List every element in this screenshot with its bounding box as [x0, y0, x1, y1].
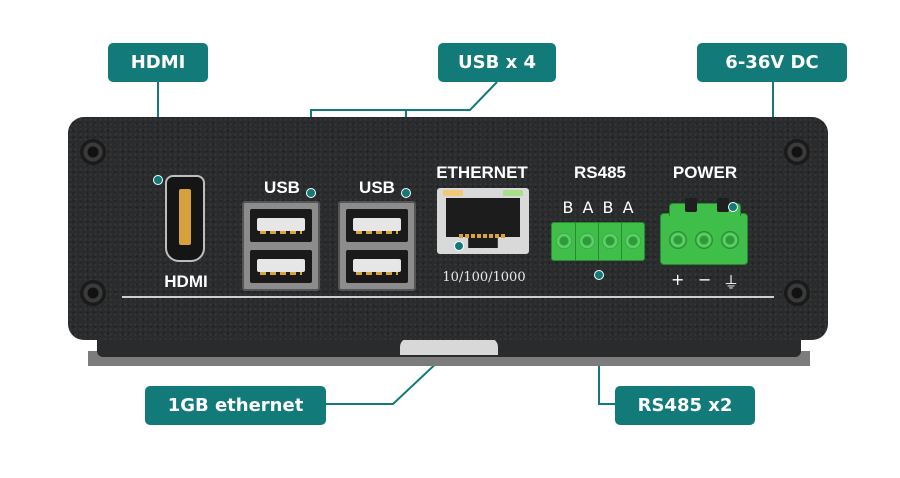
- screw-icon: [80, 139, 106, 165]
- power-plus-symbol: +: [671, 270, 685, 289]
- rs485-callout-dot: [594, 270, 604, 280]
- ethernet-callout-dot: [454, 241, 464, 251]
- hdmi-port: [165, 175, 205, 262]
- hdmi-callout-dot: [153, 175, 163, 185]
- usb-panel-label-right: USB: [359, 178, 395, 197]
- panel-divider-line: [122, 296, 774, 298]
- screw-icon: [784, 280, 810, 306]
- screw-icon: [80, 280, 106, 306]
- link-led-icon: [443, 190, 463, 196]
- ethernet-panel-label: ETHERNET: [436, 163, 528, 182]
- usb-callout-dot-right: [401, 188, 411, 198]
- rs485-terminal-block: [551, 222, 645, 261]
- activity-led-icon: [503, 190, 523, 196]
- usb-port: [250, 250, 312, 283]
- screw-icon: [784, 139, 810, 165]
- rs485-panel-label: RS485: [574, 163, 626, 182]
- usb-callout-dot-left: [306, 188, 316, 198]
- ethernet-callout: 1GB ethernet: [145, 386, 326, 425]
- usb-panel-label-left: USB: [264, 178, 300, 197]
- usb-port-stack-left: [242, 201, 320, 291]
- ground-icon: ⏚: [723, 273, 740, 292]
- ethernet-port: [437, 188, 529, 254]
- power-minus-symbol: −: [698, 270, 712, 289]
- usb-port: [346, 250, 408, 283]
- power-callout: 6-36V DC: [697, 43, 847, 82]
- base-notch: [400, 338, 498, 355]
- usb-callout: USB x 4: [438, 43, 556, 82]
- power-panel-label: POWER: [672, 163, 738, 182]
- power-callout-dot: [728, 202, 738, 212]
- ethernet-speed-label: 10/100/1000: [442, 270, 526, 285]
- usb-port: [346, 209, 408, 242]
- power-terminal-plug: [660, 198, 748, 265]
- usb-port-stack-right: [338, 201, 416, 291]
- hdmi-panel-label: HDMI: [164, 272, 208, 291]
- hdmi-callout: HDMI: [108, 43, 208, 82]
- rs485-pin-labels: B A B A: [562, 198, 636, 217]
- usb-port: [250, 209, 312, 242]
- rs485-callout: RS485 x2: [615, 386, 755, 425]
